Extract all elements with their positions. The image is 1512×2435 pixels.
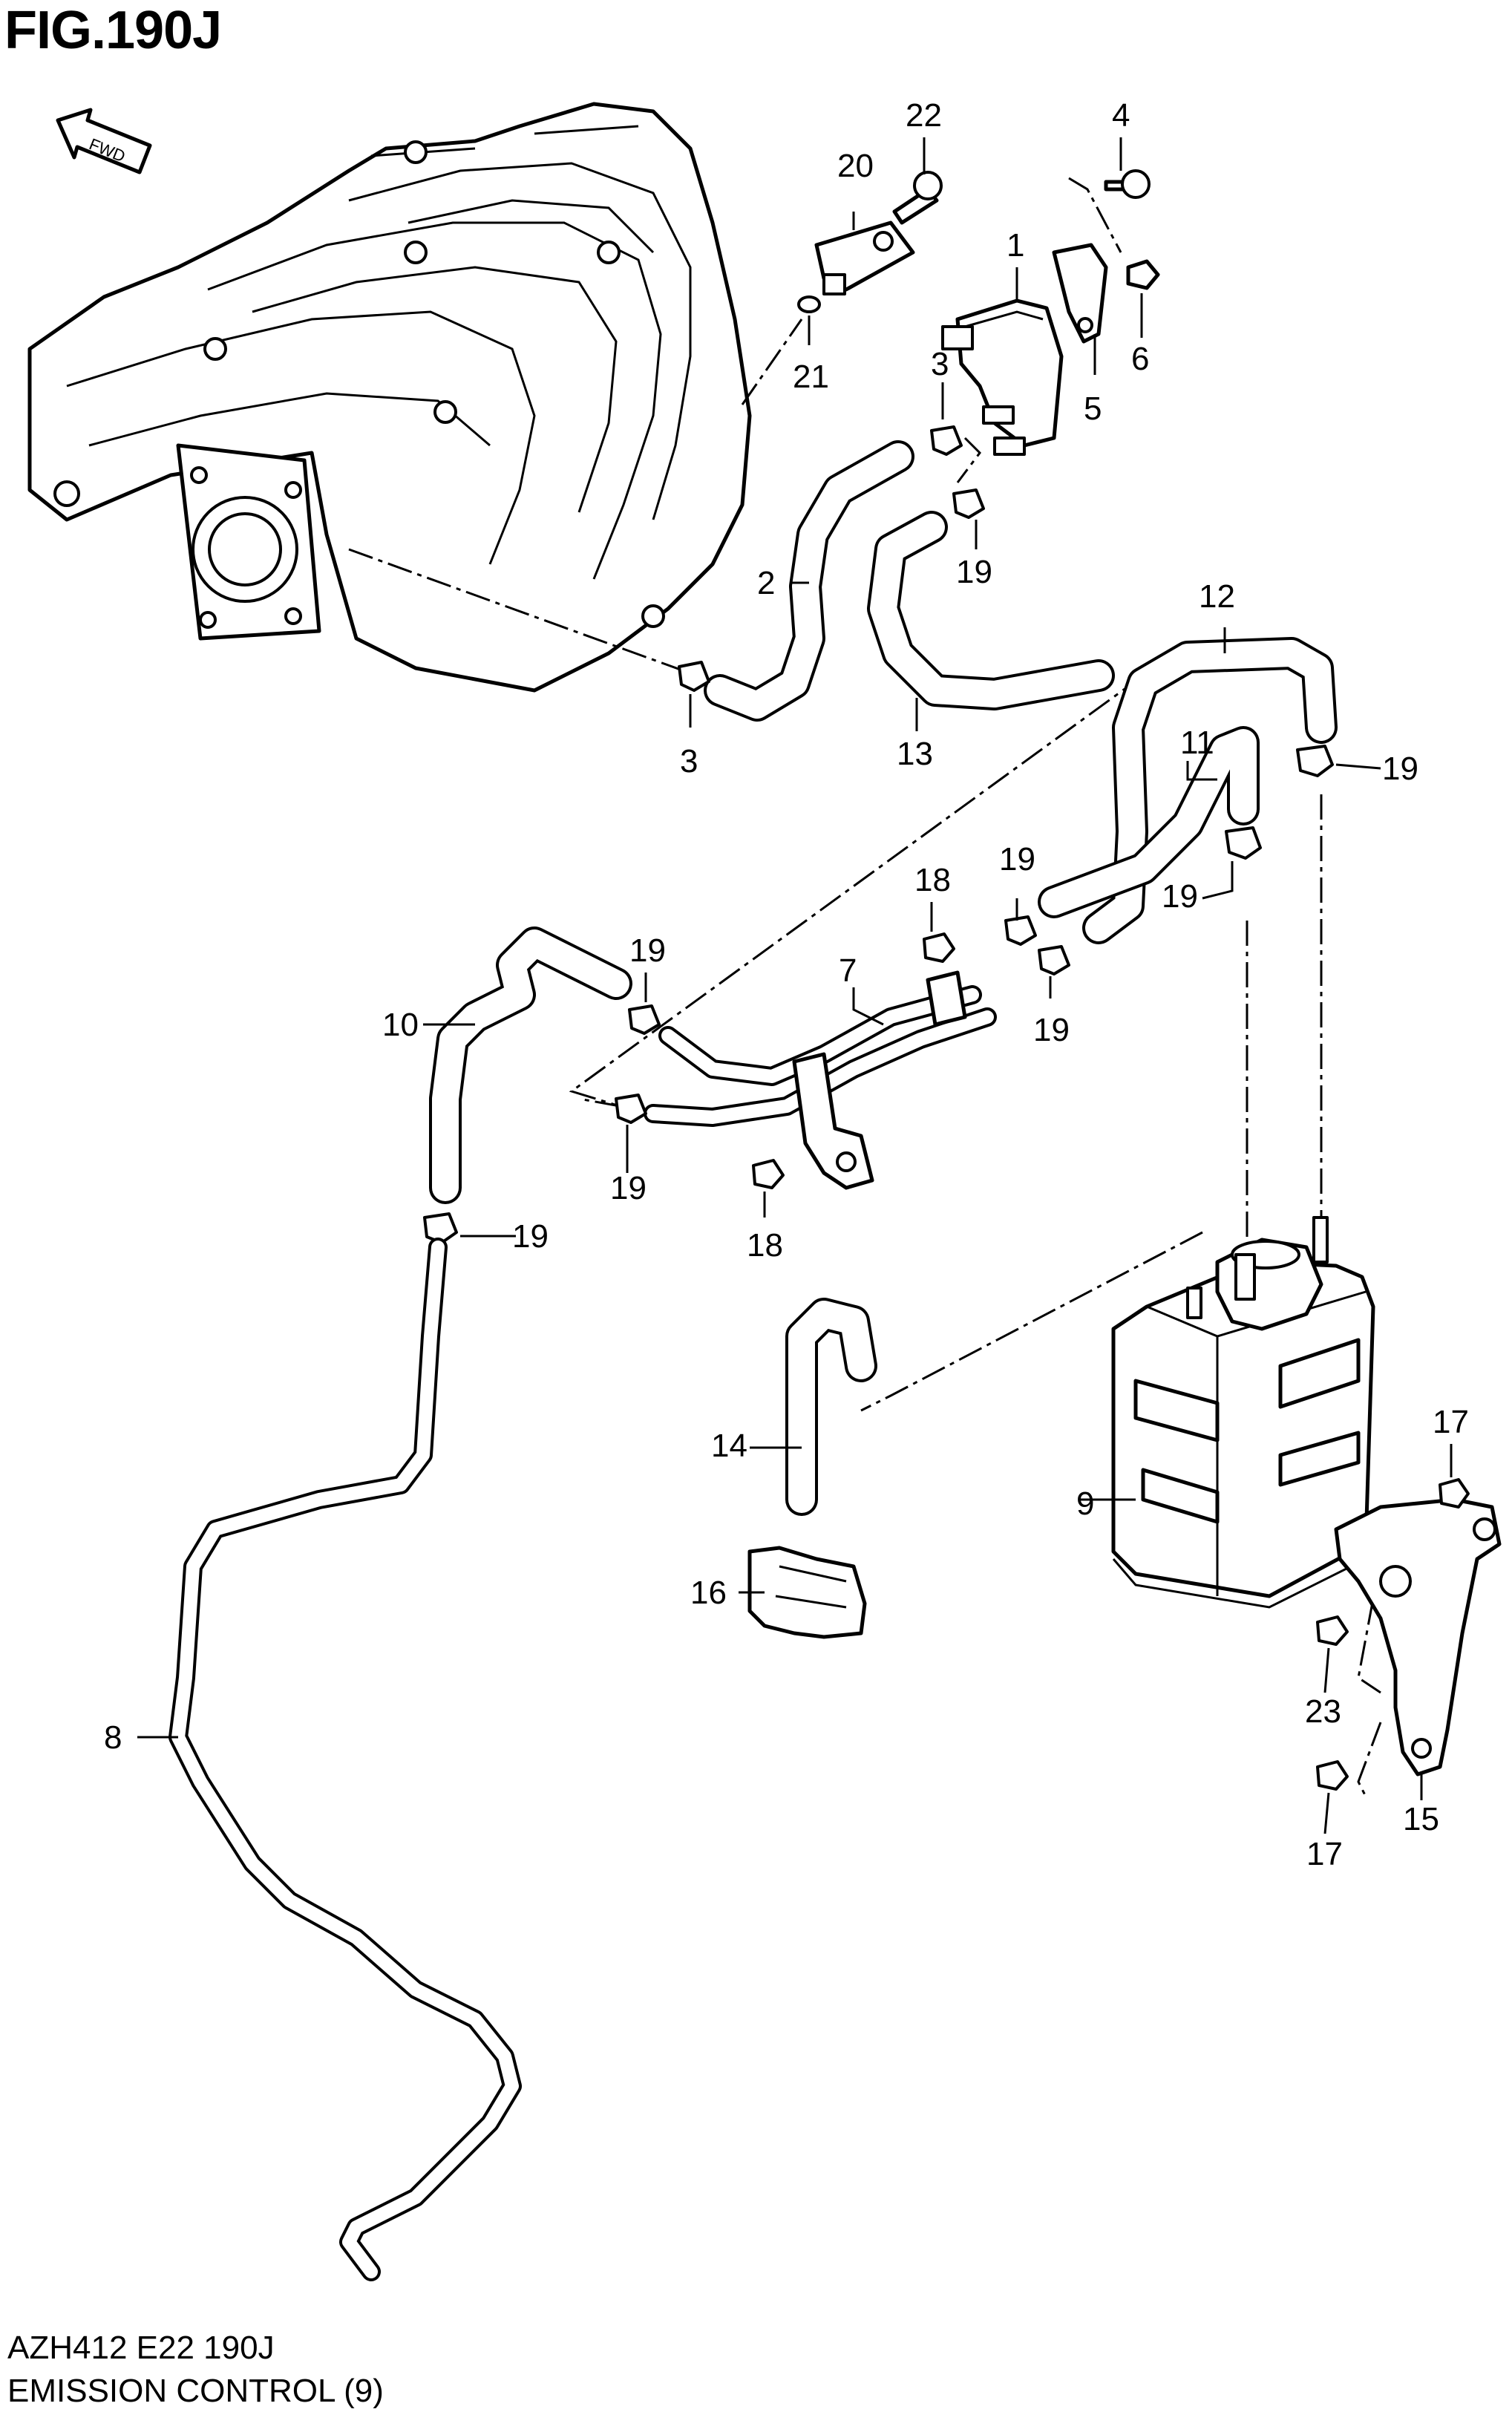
part-19-clamp-b bbox=[1296, 745, 1334, 777]
callout-21: 21 bbox=[793, 359, 829, 395]
callout-12: 12 bbox=[1199, 578, 1235, 615]
part-23-nut bbox=[1316, 1615, 1349, 1646]
part-4-bolt bbox=[1104, 169, 1151, 199]
callout-23: 23 bbox=[1305, 1693, 1341, 1730]
callout-labels: 22 20 4 1 6 21 3 5 19 2 12 3 13 11 19 18… bbox=[104, 97, 1469, 1872]
callout-19-a: 19 bbox=[956, 554, 992, 590]
part-22-bolt bbox=[892, 171, 943, 225]
callout-3-lower: 3 bbox=[680, 743, 698, 779]
part-17-nut-a bbox=[1439, 1478, 1470, 1509]
part-1-purge-solenoid bbox=[941, 298, 1064, 456]
fwd-arrow-icon: FWD bbox=[56, 108, 152, 174]
callout-15: 15 bbox=[1403, 1801, 1439, 1837]
part-19-clamp-h bbox=[423, 1212, 458, 1244]
callout-14: 14 bbox=[711, 1428, 747, 1464]
callout-18-lower: 18 bbox=[747, 1227, 783, 1264]
part-8-pipe bbox=[168, 1238, 522, 2281]
callout-2: 2 bbox=[757, 565, 775, 601]
part-13-hose bbox=[867, 511, 1115, 710]
part-3-clamp-b bbox=[678, 661, 710, 692]
callout-19-b: 19 bbox=[1382, 751, 1418, 787]
part-16-holder bbox=[747, 1546, 867, 1639]
callout-10: 10 bbox=[382, 1007, 419, 1043]
part-19-clamp-f bbox=[628, 1004, 661, 1035]
callout-8: 8 bbox=[104, 1719, 122, 1756]
callout-17-upper: 17 bbox=[1433, 1404, 1469, 1440]
part-7-pipe-assembly bbox=[644, 970, 997, 1190]
leader-lines bbox=[348, 177, 1382, 1797]
callout-6: 6 bbox=[1131, 341, 1149, 377]
callout-7: 7 bbox=[839, 952, 857, 989]
callout-leaders bbox=[137, 137, 1453, 1834]
callout-17-lower: 17 bbox=[1306, 1836, 1343, 1872]
part-19-clamp-c bbox=[1225, 826, 1262, 860]
callout-20: 20 bbox=[837, 148, 874, 184]
callout-19-e: 19 bbox=[1033, 1012, 1070, 1048]
callout-1: 1 bbox=[1007, 227, 1024, 264]
callout-19-h: 19 bbox=[512, 1218, 549, 1255]
callout-19-f: 19 bbox=[629, 932, 666, 969]
callout-5: 5 bbox=[1084, 390, 1102, 427]
part-18-nut-b bbox=[752, 1159, 785, 1189]
part-17-nut-b bbox=[1316, 1760, 1349, 1791]
callout-19-g: 19 bbox=[610, 1170, 647, 1206]
callout-3-upper: 3 bbox=[931, 346, 949, 382]
part-11-hose bbox=[1038, 726, 1260, 918]
callout-11: 11 bbox=[1180, 725, 1214, 761]
callout-4: 4 bbox=[1112, 97, 1130, 134]
part-6-nut bbox=[1126, 259, 1160, 290]
part-18-nut-a bbox=[923, 932, 955, 963]
part-19-clamp-d bbox=[1004, 915, 1037, 946]
part-21-o-ring bbox=[797, 295, 821, 313]
figure-code: AZH412 E22 190J bbox=[7, 2330, 275, 2366]
callout-19-c: 19 bbox=[999, 841, 1035, 877]
part-15-bracket bbox=[1334, 1497, 1502, 1777]
part-20-sensor bbox=[814, 220, 915, 295]
callout-22: 22 bbox=[906, 97, 942, 134]
part-19-clamp-g bbox=[615, 1094, 647, 1124]
callout-19-d: 19 bbox=[1162, 878, 1198, 915]
part-19-clamp-e bbox=[1038, 945, 1070, 975]
figure-caption: EMISSION CONTROL (9) bbox=[7, 2373, 384, 2409]
part-10-hose bbox=[429, 926, 632, 1204]
part-9-canister bbox=[1111, 1216, 1375, 1609]
part-19-clamp-a bbox=[952, 488, 985, 519]
intake-manifold bbox=[27, 102, 752, 693]
part-3-clamp bbox=[930, 425, 963, 456]
part-14-hose bbox=[785, 1298, 877, 1516]
callout-16: 16 bbox=[690, 1575, 727, 1611]
part-5-bracket bbox=[1052, 243, 1108, 344]
callout-13: 13 bbox=[897, 736, 933, 772]
part-2-hose bbox=[704, 440, 914, 722]
callout-9: 9 bbox=[1076, 1485, 1094, 1522]
figure-title: FIG.190J bbox=[4, 1, 222, 60]
callout-18-upper: 18 bbox=[914, 862, 951, 898]
